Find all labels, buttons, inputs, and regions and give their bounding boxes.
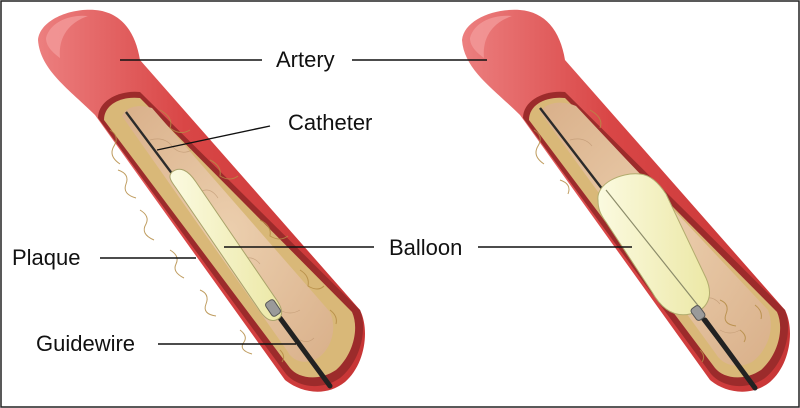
balloon-deflated: [169, 168, 283, 321]
guidewire-right-shaft: [702, 317, 758, 391]
balloon-label: Balloon: [389, 235, 462, 260]
artery-left-highlight: [46, 15, 88, 59]
balloon-inflated: [597, 173, 710, 316]
catheter-label: Catheter: [288, 110, 372, 135]
plaque-fibers-left: [109, 109, 337, 363]
artery-left: [38, 9, 365, 392]
catheter-tip-right: [690, 305, 706, 321]
artery-right: [462, 9, 790, 392]
label-guidewire: Guidewire: [36, 331, 296, 356]
balloon-inner-shaft: [605, 189, 701, 309]
label-balloon: Balloon: [224, 235, 632, 260]
catheter-tip-left: [265, 299, 281, 317]
guidewire-left-shaft: [277, 315, 333, 389]
leader-catheter: [156, 125, 271, 151]
plaque-fibers-right: [533, 109, 762, 363]
plaque-label: Plaque: [12, 245, 81, 270]
guidewire-label: Guidewire: [36, 331, 135, 356]
artery-right-highlight: [470, 15, 512, 59]
artery-label: Artery: [276, 47, 335, 72]
label-plaque: Plaque: [12, 245, 196, 270]
label-artery: Artery: [120, 47, 487, 72]
label-catheter: Catheter: [156, 110, 372, 151]
